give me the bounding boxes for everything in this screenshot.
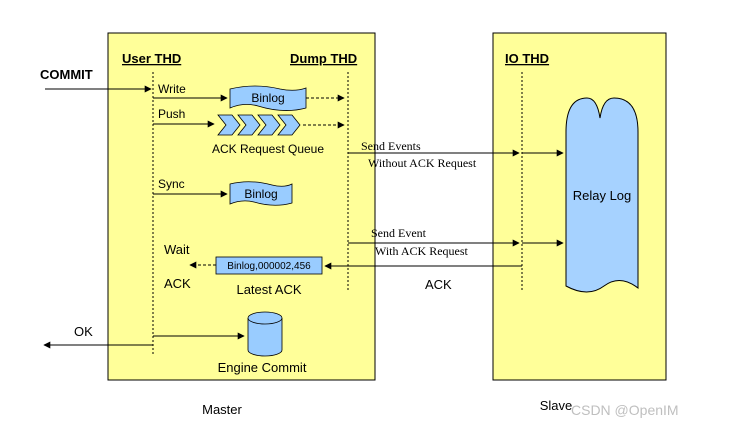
binlog-sync-label: Binlog [244,187,277,201]
relay-log-label: Relay Log [573,188,632,203]
queue-cell [277,114,301,136]
binlog-sync-shape [229,181,293,206]
relay-log-shape [565,97,639,293]
binlog-write-shape [229,85,307,111]
sync-label: Sync [158,177,185,191]
ok-label: OK [74,324,93,339]
dump-thd-header: Dump THD [290,51,357,66]
ack-queue-label: ACK Request Queue [212,142,324,156]
binlog-write-label: Binlog [251,91,284,105]
latest-ack-label: Latest ACK [236,282,301,297]
without-ack-label: Without ACK Request [368,156,477,170]
commit-label: COMMIT [40,67,93,82]
ack-request-queue [217,114,301,136]
io-thd-header: IO THD [505,51,549,66]
queue-cell [237,114,261,136]
with-ack-label: With ACK Request [375,244,469,258]
write-label: Write [158,82,186,96]
master-panel [107,32,376,381]
send-event-label: Send Event [371,226,427,240]
master-label: Master [202,402,242,417]
engine-commit-label: Engine Commit [218,360,307,375]
push-label: Push [158,107,185,121]
queue-cell [257,114,281,136]
latest-ack-value: Binlog,000002,456 [227,261,311,272]
ack-step-label: ACK [164,276,191,291]
queue-cell [217,114,241,136]
wait-label: Wait [164,242,190,257]
slave-label: Slave [540,398,573,413]
engine-database-icon [247,311,283,357]
send-events-label: Send Events [361,139,421,153]
watermark: CSDN @OpenIM [571,402,679,418]
user-thd-header: User THD [122,51,181,66]
ack-message-label: ACK [425,277,452,292]
